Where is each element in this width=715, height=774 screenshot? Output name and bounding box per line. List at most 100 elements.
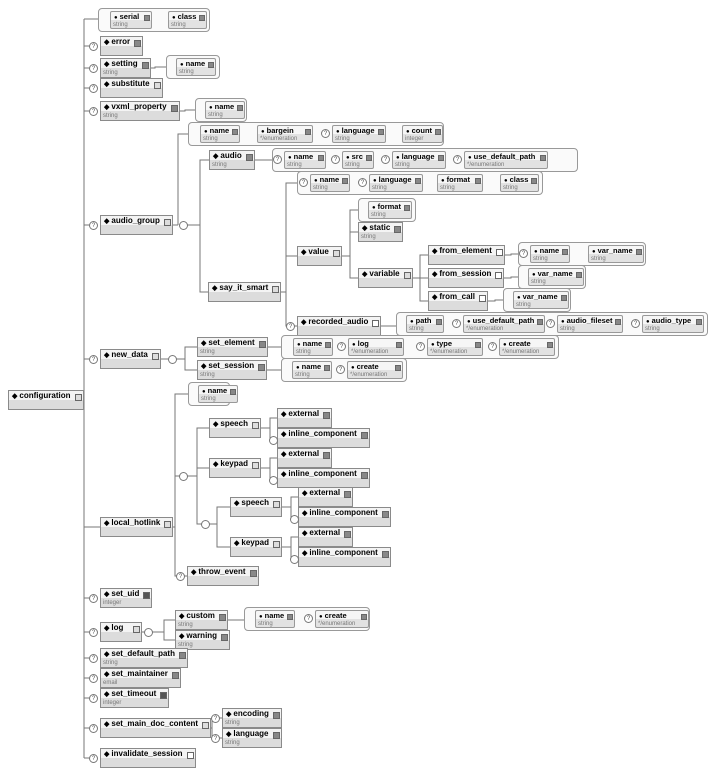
content-model-icon[interactable] [160,692,168,699]
element-inline-component-1[interactable]: ◆inline_component [277,428,370,448]
attribute-bargein[interactable]: ●bargein*/enumeration [257,125,313,143]
content-model-icon[interactable] [170,105,178,112]
element-substitute[interactable]: ◆substitute [100,78,163,98]
content-model-icon[interactable] [245,154,253,161]
element-local-hotlink[interactable]: ◆local_hotlink [100,517,174,537]
content-model-icon[interactable] [202,722,210,729]
sequence-compositor-icon[interactable] [269,436,278,445]
element-say-it-smart[interactable]: ◆say_it_smart [208,282,282,302]
content-model-icon[interactable] [360,472,368,479]
content-model-icon[interactable] [360,432,368,439]
element-throw-event[interactable]: ◆throw_event [187,566,259,586]
content-model-icon[interactable] [332,250,340,257]
element-external-4[interactable]: ◆external [298,527,354,547]
content-model-icon[interactable] [186,752,194,759]
element-inline-component-2[interactable]: ◆inline_component [277,468,370,488]
element-error[interactable]: ◆error [100,36,144,56]
content-model-icon[interactable] [323,452,331,459]
content-model-icon[interactable] [221,634,229,641]
element-speech-1[interactable]: ◆speech [209,418,261,438]
element-from-session[interactable]: ◆from_session [428,268,505,288]
attribute-type[interactable]: ●type*/enumeration [427,338,483,356]
content-model-icon[interactable] [258,364,266,371]
element-audio-group[interactable]: ◆audio_group [100,215,173,235]
element-inline-component-3[interactable]: ◆inline_component [298,507,391,527]
content-model-icon[interactable] [381,511,389,518]
sequence-compositor-icon[interactable] [179,221,188,230]
content-model-icon[interactable] [323,412,331,419]
element-from-element[interactable]: ◆from_element [428,245,505,265]
content-model-icon[interactable] [153,82,161,89]
content-model-icon[interactable] [272,712,280,719]
content-model-icon[interactable] [495,272,503,279]
sequence-compositor-icon[interactable] [290,555,299,564]
element-new-data[interactable]: ◆new_data [100,349,161,369]
attribute-log[interactable]: ●log*/enumeration [348,338,404,356]
element-external-2[interactable]: ◆external [277,448,333,468]
content-model-icon[interactable] [478,295,486,302]
sequence-compositor-icon[interactable] [144,628,153,637]
attribute-create[interactable]: ●create*/enumeration [347,361,403,379]
element-recorded-audio[interactable]: ◆recorded_audio [297,316,382,336]
sequence-compositor-icon[interactable] [168,355,177,364]
attribute-use-default-path[interactable]: ●use_default_path*/enumeration [463,315,546,333]
element-log[interactable]: ◆log [100,622,142,642]
element-external-3[interactable]: ◆external [298,487,354,507]
element-value[interactable]: ◆value [297,246,342,266]
content-model-icon[interactable] [163,219,171,226]
content-model-icon[interactable] [151,353,159,360]
content-model-icon[interactable] [258,341,266,348]
element-invalidate-session[interactable]: ◆invalidate_session [100,748,196,768]
content-model-icon[interactable] [134,40,142,47]
content-model-icon[interactable] [74,394,82,401]
element-set-main-doc-content[interactable]: ◆set_main_doc_content [100,718,212,738]
content-model-icon[interactable] [249,570,257,577]
attribute-create[interactable]: ●create*/enumeration [499,338,555,356]
content-model-icon[interactable] [403,272,411,279]
sequence-compositor-icon[interactable] [290,515,299,524]
content-model-icon[interactable] [178,652,186,659]
content-model-icon[interactable] [251,422,259,429]
content-model-icon[interactable] [344,531,352,538]
sequence-compositor-icon[interactable] [269,476,278,485]
element-variable[interactable]: ◆variable [358,268,413,288]
content-model-icon[interactable] [251,462,259,469]
content-model-icon[interactable] [394,226,402,233]
content-model-icon[interactable] [272,541,280,548]
element-inline-component-4[interactable]: ◆inline_component [298,547,391,567]
attribute-use-default-path[interactable]: ●use_default_path*/enumeration [464,151,548,169]
element-external-1[interactable]: ◆external [277,408,333,428]
content-model-icon[interactable] [272,286,280,293]
element-speech-2[interactable]: ◆speech [230,497,282,517]
content-model-icon[interactable] [133,626,140,633]
content-model-icon[interactable] [381,551,389,558]
